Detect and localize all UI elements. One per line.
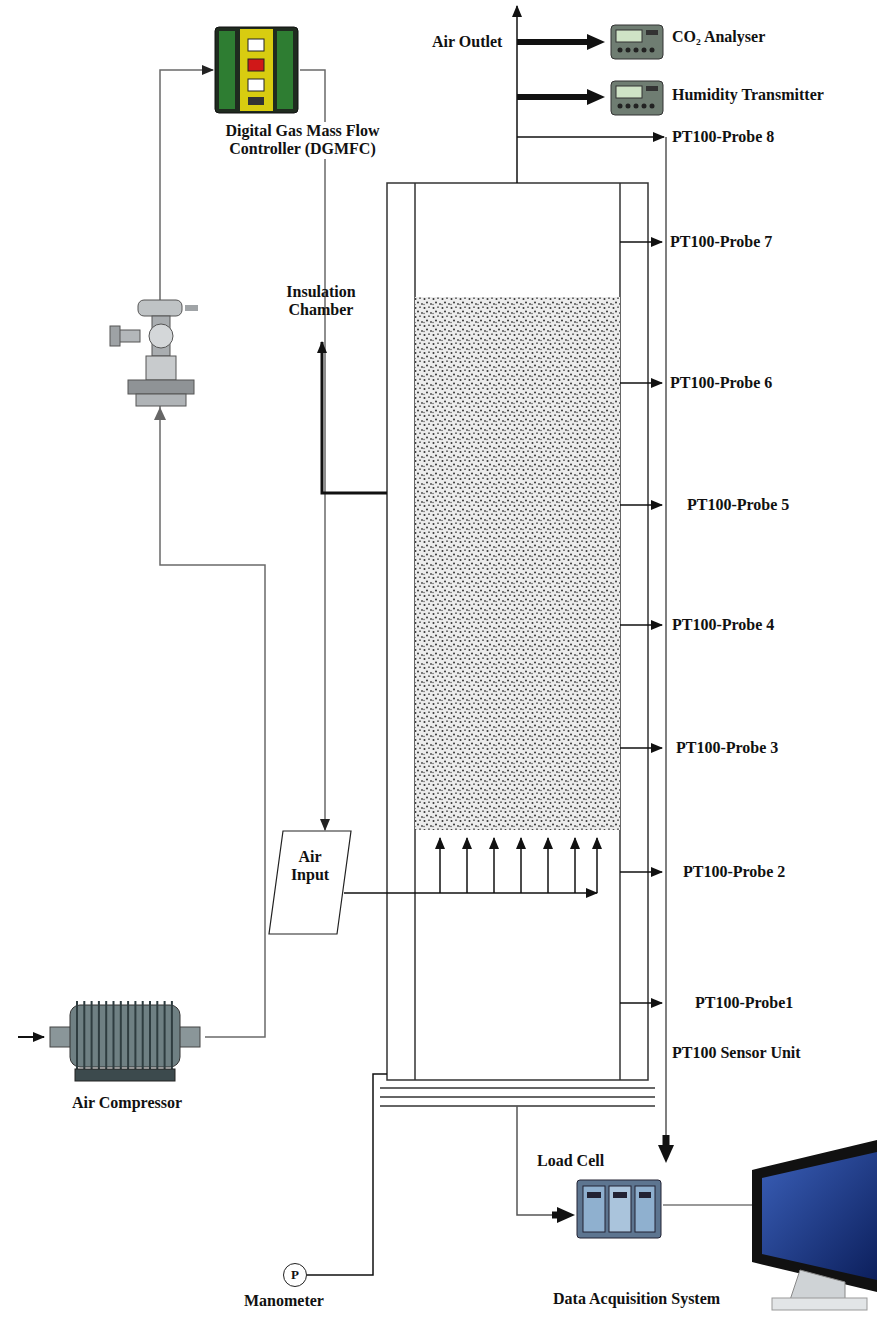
data-acquisition: Data Acquisition System: [575, 1168, 663, 1246]
part-label: Insulation Chamber: [276, 283, 366, 320]
part-label: Load Cell: [537, 1152, 604, 1170]
node-label: CO₂ Analyser: [672, 28, 765, 46]
node-label: P: [284, 1264, 306, 1286]
air-distribution: [344, 838, 597, 893]
dgmfc-icon: [213, 25, 300, 115]
manometer-gauge: PManometer: [283, 1263, 307, 1287]
node-label: Humidity Transmitter: [672, 86, 824, 104]
air-input-box: Air Input: [268, 830, 352, 935]
part-label: PT100-Probe 2: [683, 863, 785, 881]
valve-symbol: [110, 300, 198, 420]
node-caption: Manometer: [244, 1292, 324, 1310]
flow-connector: [160, 70, 265, 1037]
compressor-icon: [45, 985, 205, 1085]
misc-lines: [18, 342, 760, 1275]
node-label: Air Input: [286, 848, 334, 885]
analyser-device: CO₂ Analyser: [610, 22, 666, 62]
daq-icon: [575, 1168, 663, 1246]
part-label: PT100 Sensor Unit: [672, 1044, 801, 1062]
compressor: Air Compressor: [45, 985, 205, 1085]
analyser-icon: [610, 78, 666, 118]
part-label: PT100-Probe1: [695, 994, 793, 1012]
part-label: PT100-Probe 6: [670, 374, 772, 392]
probe-wiring: [620, 137, 666, 1148]
transmitter-device: Humidity Transmitter: [610, 78, 666, 118]
column: [380, 183, 655, 1106]
outlet-lines: [517, 6, 664, 183]
part-label: Air Outlet: [432, 33, 502, 51]
flow-controller: Digital Gas Mass Flow Controller (DGMFC): [213, 25, 300, 115]
node-label: Air Compressor: [72, 1094, 182, 1112]
part-label: PT100-Probe 5: [687, 496, 789, 514]
part-label: PT100-Probe 8: [672, 128, 774, 146]
part-label: PT100-Probe 3: [676, 739, 778, 757]
node-label: Digital Gas Mass Flow Controller (DGMFC): [205, 122, 400, 159]
part-label: PT100-Probe 4: [672, 616, 774, 634]
analyser-icon: [610, 22, 666, 62]
node-label: Data Acquisition System: [553, 1290, 720, 1308]
part-label: PT100-Probe 7: [670, 233, 772, 251]
computer-monitor: [752, 1140, 877, 1310]
